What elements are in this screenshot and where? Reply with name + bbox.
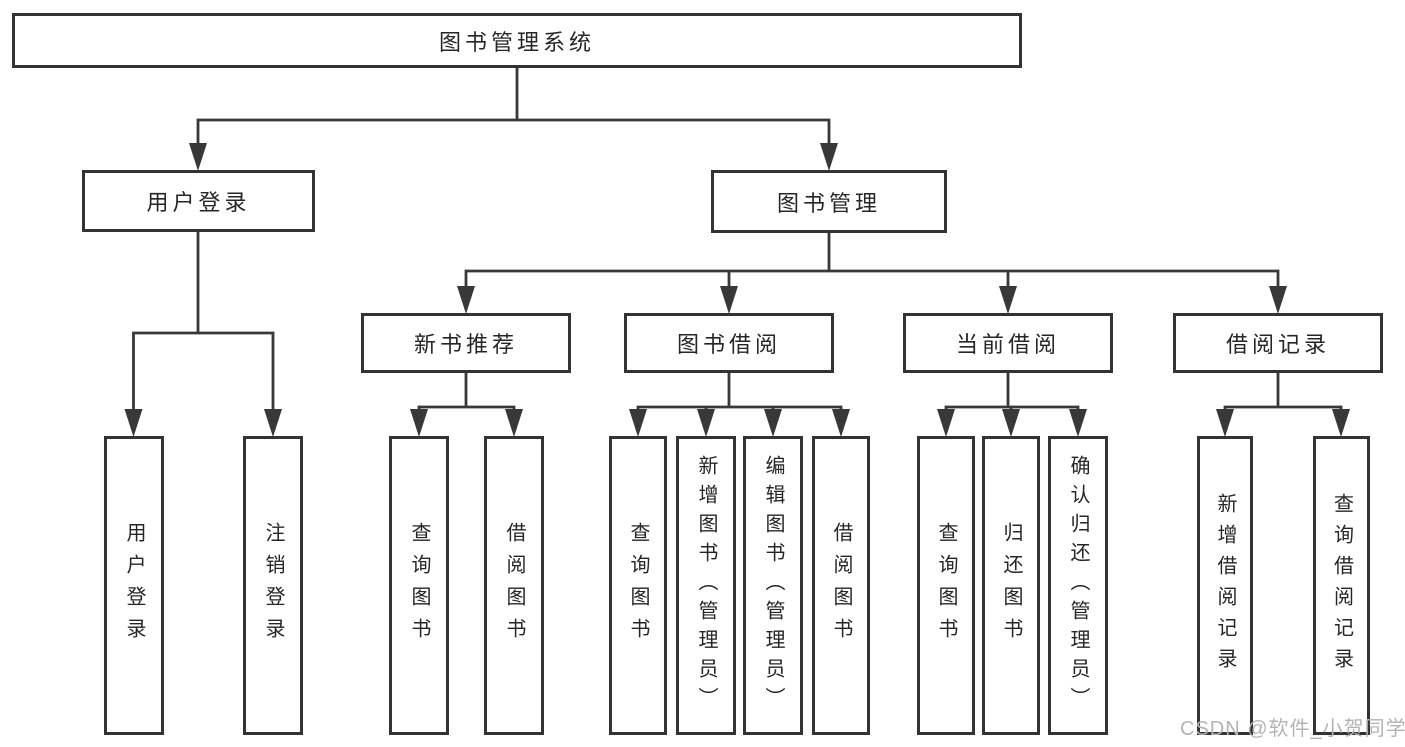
node-label: 查询借阅记录 xyxy=(1330,492,1353,679)
node-label: 图书管理系统 xyxy=(438,29,595,55)
node-label: 借阅记录 xyxy=(1225,332,1330,357)
node-label: 用户登录 xyxy=(146,190,251,215)
leaf-bb-edit-book-admin: 编辑图书（管理员） xyxy=(743,436,803,735)
node-label: 归还图书 xyxy=(1000,521,1022,650)
node-library-management-system: 图书管理系统 xyxy=(12,13,1022,68)
node-label: 新书推荐 xyxy=(413,332,518,357)
node-label: 借阅图书 xyxy=(830,521,852,650)
node-book-management: 图书管理 xyxy=(711,170,947,233)
node-label: 新增图书（管理员） xyxy=(695,455,717,716)
leaf-cb-query-books: 查询图书 xyxy=(917,436,975,735)
leaf-nb-borrow-books: 借阅图书 xyxy=(484,436,544,735)
node-book-borrow: 图书借阅 xyxy=(624,313,834,373)
node-label: 查询图书 xyxy=(408,521,430,650)
leaf-cb-confirm-return-admin: 确认归还（管理员） xyxy=(1048,436,1108,735)
leaf-br-query-record: 查询借阅记录 xyxy=(1313,436,1370,735)
leaf-bb-query-books: 查询图书 xyxy=(609,436,667,735)
node-borrow-records: 借阅记录 xyxy=(1173,313,1383,373)
node-label: 确认归还（管理员） xyxy=(1067,455,1089,716)
node-user-login: 用户登录 xyxy=(82,170,315,232)
node-label: 借阅图书 xyxy=(503,521,525,650)
node-label: 查询图书 xyxy=(627,521,649,650)
leaf-user-login: 用户登录 xyxy=(104,436,164,735)
arrowheads xyxy=(124,143,1350,437)
node-current-borrow: 当前借阅 xyxy=(903,313,1113,373)
leaf-bb-add-book-admin: 新增图书（管理员） xyxy=(676,436,736,735)
node-label: 注销登录 xyxy=(262,521,284,650)
leaf-nb-query-books: 查询图书 xyxy=(389,436,449,735)
node-label: 编辑图书（管理员） xyxy=(762,455,784,716)
node-label: 图书借阅 xyxy=(676,332,781,357)
leaf-cb-return-books: 归还图书 xyxy=(982,436,1040,735)
node-label: 图书管理 xyxy=(776,190,881,216)
node-label: 查询图书 xyxy=(935,521,957,650)
leaf-br-add-record: 新增借阅记录 xyxy=(1197,436,1253,735)
leaf-logout: 注销登录 xyxy=(243,436,303,735)
node-label: 用户登录 xyxy=(123,521,145,650)
node-label: 当前借阅 xyxy=(955,332,1060,357)
leaf-bb-borrow-books: 借阅图书 xyxy=(812,436,870,735)
node-label: 新增借阅记录 xyxy=(1214,492,1236,679)
node-new-book-recommend: 新书推荐 xyxy=(361,313,571,373)
csdn-watermark: CSDN @软件_小贺同学 xyxy=(1180,718,1405,740)
